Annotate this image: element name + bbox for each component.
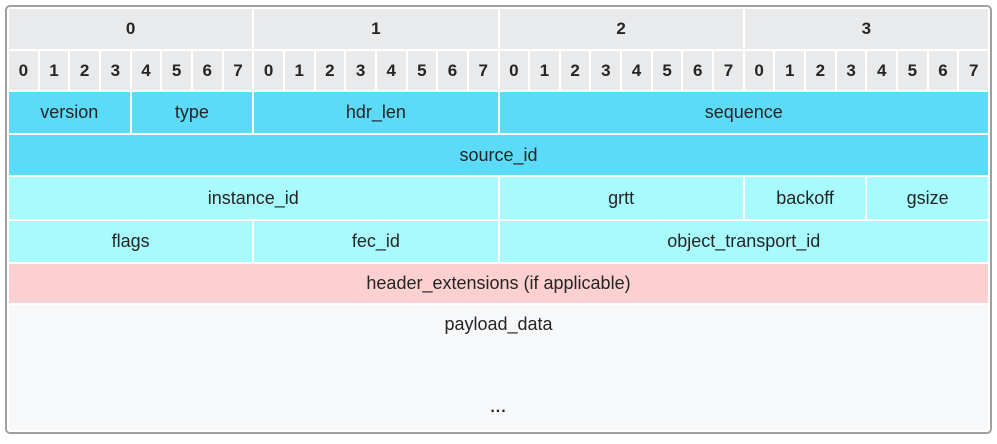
bit-label-14: 6 — [438, 51, 467, 90]
bit-label-13: 5 — [407, 51, 437, 90]
field-payload-data: payload_data ... — [9, 305, 988, 430]
bit-label-23: 7 — [714, 51, 743, 90]
packet-header-diagram: 0 1 2 3 0 1 2 3 4 5 6 7 0 1 2 3 4 5 6 7 … — [5, 5, 992, 434]
field-flags: flags — [9, 221, 253, 262]
bit-label-24: 0 — [744, 51, 774, 90]
bit-label-20: 4 — [622, 51, 651, 90]
bit-label-27: 3 — [836, 51, 866, 90]
payload-data-label: payload_data — [444, 314, 553, 334]
bit-label-12: 4 — [376, 51, 406, 90]
bit-label-21: 5 — [652, 51, 682, 90]
field-hdr-len: hdr_len — [254, 92, 498, 133]
byte-offset-1: 1 — [254, 9, 498, 49]
field-object-transport-id: object_transport_id — [499, 221, 988, 262]
bit-label-0: 0 — [9, 51, 38, 90]
field-instance-id: instance_id — [9, 177, 498, 219]
bit-label-10: 2 — [315, 51, 345, 90]
bit-label-2: 2 — [70, 51, 99, 90]
byte-offset-3: 3 — [744, 9, 988, 49]
bit-label-25: 1 — [775, 51, 805, 90]
bit-label-26: 2 — [806, 51, 835, 90]
bit-label-18: 2 — [560, 51, 590, 90]
field-backoff: backoff — [744, 177, 866, 219]
payload-ellipsis: ... — [490, 399, 507, 416]
bit-label-30: 6 — [928, 51, 958, 90]
bit-label-7: 7 — [223, 51, 253, 90]
field-fec-id: fec_id — [254, 221, 498, 262]
bit-label-8: 0 — [254, 51, 283, 90]
field-version: version — [9, 92, 130, 133]
bit-label-4: 4 — [131, 51, 161, 90]
field-type: type — [131, 92, 253, 133]
bit-label-31: 7 — [959, 51, 988, 90]
bit-label-28: 4 — [867, 51, 897, 90]
byte-offset-0: 0 — [9, 9, 253, 49]
bit-label-3: 3 — [100, 51, 130, 90]
bit-label-16: 0 — [499, 51, 529, 90]
field-header-extensions: header_extensions (if applicable) — [9, 264, 988, 303]
field-grtt: grtt — [499, 177, 743, 219]
bit-label-19: 3 — [591, 51, 621, 90]
field-sequence: sequence — [499, 92, 988, 133]
bit-label-9: 1 — [284, 51, 314, 90]
bit-label-6: 6 — [192, 51, 222, 90]
field-source-id: source_id — [9, 135, 988, 175]
bit-label-11: 3 — [346, 51, 375, 90]
bit-label-17: 1 — [530, 51, 559, 90]
bit-label-29: 5 — [898, 51, 927, 90]
bit-label-1: 1 — [39, 51, 69, 90]
bit-label-15: 7 — [468, 51, 498, 90]
bit-label-22: 6 — [683, 51, 713, 90]
field-gsize: gsize — [867, 177, 988, 219]
bit-label-5: 5 — [162, 51, 191, 90]
bit-grid: 0 1 2 3 0 1 2 3 4 5 6 7 0 1 2 3 4 5 6 7 … — [9, 9, 988, 430]
byte-offset-2: 2 — [499, 9, 743, 49]
